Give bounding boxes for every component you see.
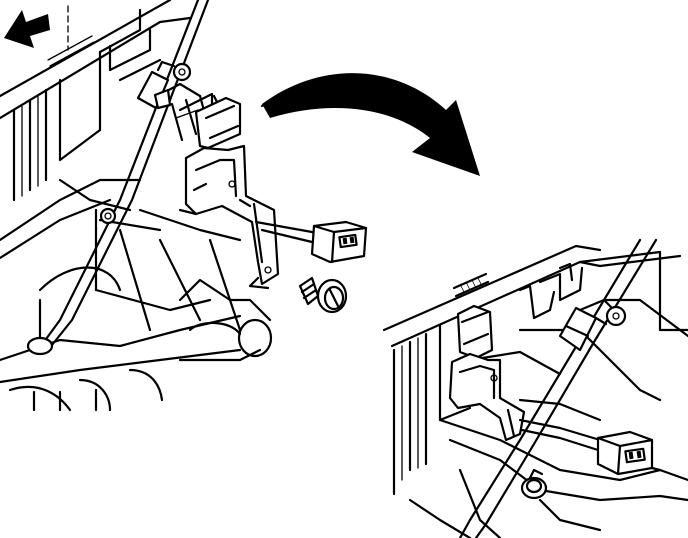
mounting-screw [298,276,348,314]
grommet [99,207,117,225]
after-view [382,238,688,538]
mounting-screw-installed [520,468,548,500]
switch-bracket-installed [448,304,526,442]
switch-bracket [178,96,280,290]
transition-arrow-icon [260,73,480,176]
cable-right [458,238,658,538]
cable-left [26,0,210,356]
heater-housing [0,0,273,412]
electrical-connector-installed [596,430,654,476]
electrical-connector [310,220,368,264]
wire-harness-installed [518,418,602,452]
mounting-boss [170,94,222,142]
before-view [0,0,368,412]
forward-direction-arrow-icon [4,10,50,48]
